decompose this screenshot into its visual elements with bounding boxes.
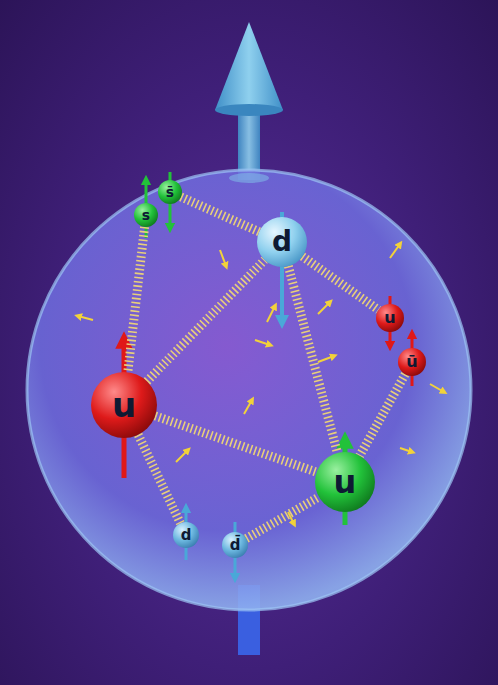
quark-sphere: d bbox=[257, 217, 307, 267]
gluon-spring bbox=[147, 260, 265, 381]
quark-sphere: u bbox=[315, 452, 375, 512]
gluon-spring bbox=[138, 435, 180, 523]
quark-label: u bbox=[91, 372, 157, 438]
quark-label: ū bbox=[398, 348, 426, 376]
quark-sphere: s bbox=[134, 203, 158, 227]
quark-sphere: u bbox=[376, 304, 404, 332]
gluon-spring bbox=[181, 197, 259, 232]
quark-label: d bbox=[173, 522, 199, 548]
gluon-spring bbox=[302, 256, 378, 310]
gluon-spring bbox=[288, 266, 337, 453]
quark-sphere: d̄ bbox=[222, 532, 248, 558]
quark-sphere: u bbox=[91, 372, 157, 438]
gluon-spring bbox=[155, 416, 317, 472]
quark-sphere: ū bbox=[398, 348, 426, 376]
quark-label: d bbox=[257, 217, 307, 267]
quark-label: u bbox=[315, 452, 375, 512]
quark-label: d̄ bbox=[222, 532, 248, 558]
quark-sphere: d bbox=[173, 522, 199, 548]
gluon-spring bbox=[360, 374, 406, 456]
quark-sphere: s̄ bbox=[158, 180, 182, 204]
quark-label: u bbox=[376, 304, 404, 332]
quark-label: s̄ bbox=[158, 180, 182, 204]
gluon-spring bbox=[128, 227, 145, 372]
quark-label: s bbox=[134, 203, 158, 227]
gluon-spring bbox=[246, 497, 319, 539]
